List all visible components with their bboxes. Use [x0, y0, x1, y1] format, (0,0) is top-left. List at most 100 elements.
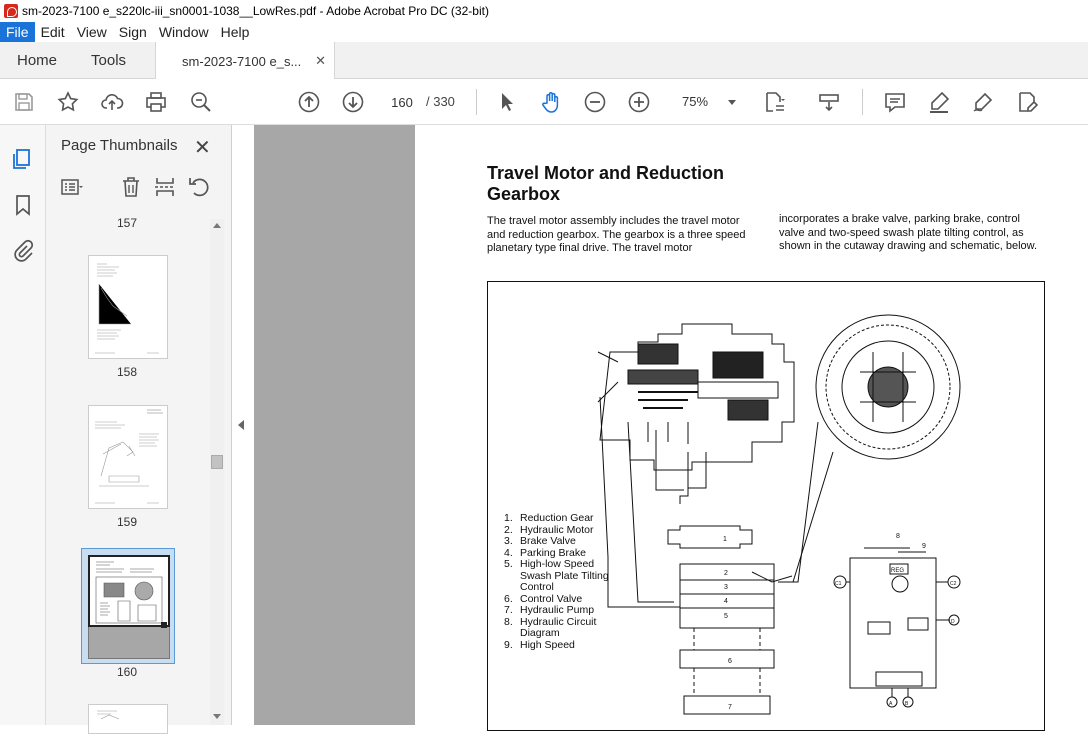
legend-item: 9.High Speed [504, 638, 575, 651]
edit-pdf-icon[interactable] [1015, 90, 1039, 114]
legend-item: 8.Hydraulic Circuit [504, 615, 597, 628]
comment-icon[interactable] [883, 90, 907, 114]
tab-document-label: sm-2023-7100 e_s... [182, 53, 302, 69]
scroll-up-arrow-icon[interactable] [213, 223, 221, 228]
intro-paragraph-left: The travel motor assembly includes the t… [487, 215, 746, 254]
legend-item: 5.High-low Speed [504, 558, 595, 570]
tab-home[interactable]: Home [17, 52, 58, 69]
schematic-label-8: 8 [896, 533, 900, 540]
stack-label-3: 3 [724, 584, 728, 591]
legend-item: Swash Plate Tilting [520, 569, 609, 582]
title-bar: sm-2023-7100 e_s220lc-iii_sn0001-1038__L… [0, 0, 1088, 22]
previous-page-icon[interactable] [297, 90, 321, 114]
next-page-icon[interactable] [341, 90, 365, 114]
schematic-label-9: 9 [922, 543, 926, 550]
stack-label-1: 1 [723, 536, 727, 543]
menu-window[interactable]: Window [158, 24, 209, 40]
print-icon[interactable] [144, 90, 168, 114]
menu-bar: File Edit View Sign Window Help [0, 22, 1088, 42]
thumbnail-page-160[interactable] [88, 555, 170, 627]
cutaway-figure: 1 2 3 4 5 6 7 8 9 REG C1 C2 D A B [487, 281, 1045, 731]
schematic-port-d: D [951, 619, 955, 625]
options-menu-icon[interactable] [60, 175, 84, 199]
page-thumbnails-panel: Page Thumbnails ✕ 157 [46, 125, 232, 734]
stack-label-5: 5 [724, 613, 728, 620]
schematic-port-c2: C2 [950, 581, 957, 587]
document-viewport[interactable]: Travel Motor and Reduction Gearbox The t… [254, 125, 1088, 731]
schematic-label-reg: REG [891, 568, 904, 574]
thumbnail-label-157: 157 [116, 216, 138, 230]
bookmark-icon[interactable] [11, 193, 35, 217]
viewport-handle-icon[interactable] [161, 622, 167, 628]
upload-cloud-icon[interactable] [100, 90, 124, 114]
stack-label-2: 2 [724, 570, 728, 577]
panel-toolbar [46, 175, 232, 203]
save-icon[interactable] [12, 90, 36, 114]
bookmark-star-icon[interactable] [56, 90, 80, 114]
legend-item: Control [520, 581, 554, 593]
legend-item: 2.Hydraulic Motor [504, 523, 594, 536]
thumbnail-label-159: 159 [116, 515, 138, 529]
page-total: / 330 [426, 94, 455, 109]
select-cursor-icon[interactable] [495, 90, 519, 114]
zoom-search-icon[interactable] [189, 90, 213, 114]
schematic-port-a: A [889, 701, 893, 707]
page-fit-icon[interactable] [762, 90, 786, 114]
scroll-mode-icon[interactable] [817, 90, 841, 114]
menu-edit[interactable]: Edit [40, 24, 65, 40]
zoom-out-icon[interactable] [583, 90, 607, 114]
collapse-panel-icon[interactable] [238, 420, 244, 430]
schematic-port-b: B [905, 701, 909, 707]
rotate-page-icon[interactable] [187, 175, 211, 199]
pdf-page: Travel Motor and Reduction Gearbox The t… [415, 125, 1088, 731]
panel-title: Page Thumbnails [61, 137, 178, 154]
delete-page-icon[interactable] [119, 175, 143, 199]
attachment-icon[interactable] [11, 239, 35, 263]
close-tab-icon[interactable]: ✕ [315, 53, 327, 68]
menu-sign[interactable]: Sign [118, 24, 147, 40]
scrollbar-thumb[interactable] [211, 455, 223, 469]
close-icon[interactable]: ✕ [194, 137, 211, 159]
thumbnail-scrollbar[interactable] [210, 219, 224, 725]
menu-help[interactable]: Help [220, 24, 250, 40]
legend-item: Diagram [520, 627, 560, 639]
page-thumbnails-icon[interactable] [11, 147, 35, 171]
stack-label-6: 6 [728, 658, 732, 665]
legend-item: 1.Reduction Gear [504, 512, 594, 524]
zoom-level-select[interactable]: 75% [672, 90, 742, 114]
left-navigation-rail [0, 125, 46, 725]
legend-item: 6.Control Valve [504, 592, 583, 605]
page-number-input[interactable] [384, 90, 420, 114]
page-heading: Travel Motor and Reduction Gearbox [487, 163, 725, 204]
thumbnail-viewport-indicator [88, 622, 170, 659]
figure-legend: 1.Reduction Gear 2.Hydraulic Motor 3.Bra… [504, 512, 609, 651]
zoom-in-icon[interactable] [627, 90, 651, 114]
toolbar: / 330 75% [0, 79, 1088, 125]
stack-label-7: 7 [728, 704, 732, 711]
zoom-level-value: 75% [682, 94, 709, 109]
window-title: sm-2023-7100 e_s220lc-iii_sn0001-1038__L… [22, 4, 489, 18]
scroll-down-arrow-icon[interactable] [213, 714, 221, 719]
chevron-down-icon [728, 100, 736, 105]
tab-document[interactable]: sm-2023-7100 e_s... ✕ [155, 42, 336, 80]
thumbnail-label-160: 160 [116, 665, 138, 679]
thumbnail-page-159[interactable] [88, 405, 168, 509]
hand-tool-icon[interactable] [539, 90, 563, 114]
extract-page-icon[interactable] [153, 175, 177, 199]
highlight-pen-icon[interactable] [927, 90, 951, 114]
menu-file[interactable]: File [0, 22, 35, 42]
sign-icon[interactable] [971, 90, 995, 114]
tab-bar: Home Tools sm-2023-7100 e_s... ✕ [0, 42, 1088, 80]
legend-item: 4.Parking Brake [504, 546, 586, 559]
legend-item: 3.Brake Valve [504, 535, 576, 547]
thumbnail-page-161[interactable] [88, 704, 168, 734]
tab-tools[interactable]: Tools [91, 52, 127, 69]
thumbnail-page-158[interactable] [88, 255, 168, 359]
acrobat-logo-icon [4, 4, 18, 18]
menu-view[interactable]: View [76, 24, 107, 40]
intro-paragraph-right: incorporates a brake valve, parking brak… [779, 213, 1038, 252]
toolbar-divider [862, 89, 863, 115]
stack-label-4: 4 [724, 598, 728, 605]
legend-item: 7.Hydraulic Pump [504, 604, 595, 616]
toolbar-divider [476, 89, 477, 115]
